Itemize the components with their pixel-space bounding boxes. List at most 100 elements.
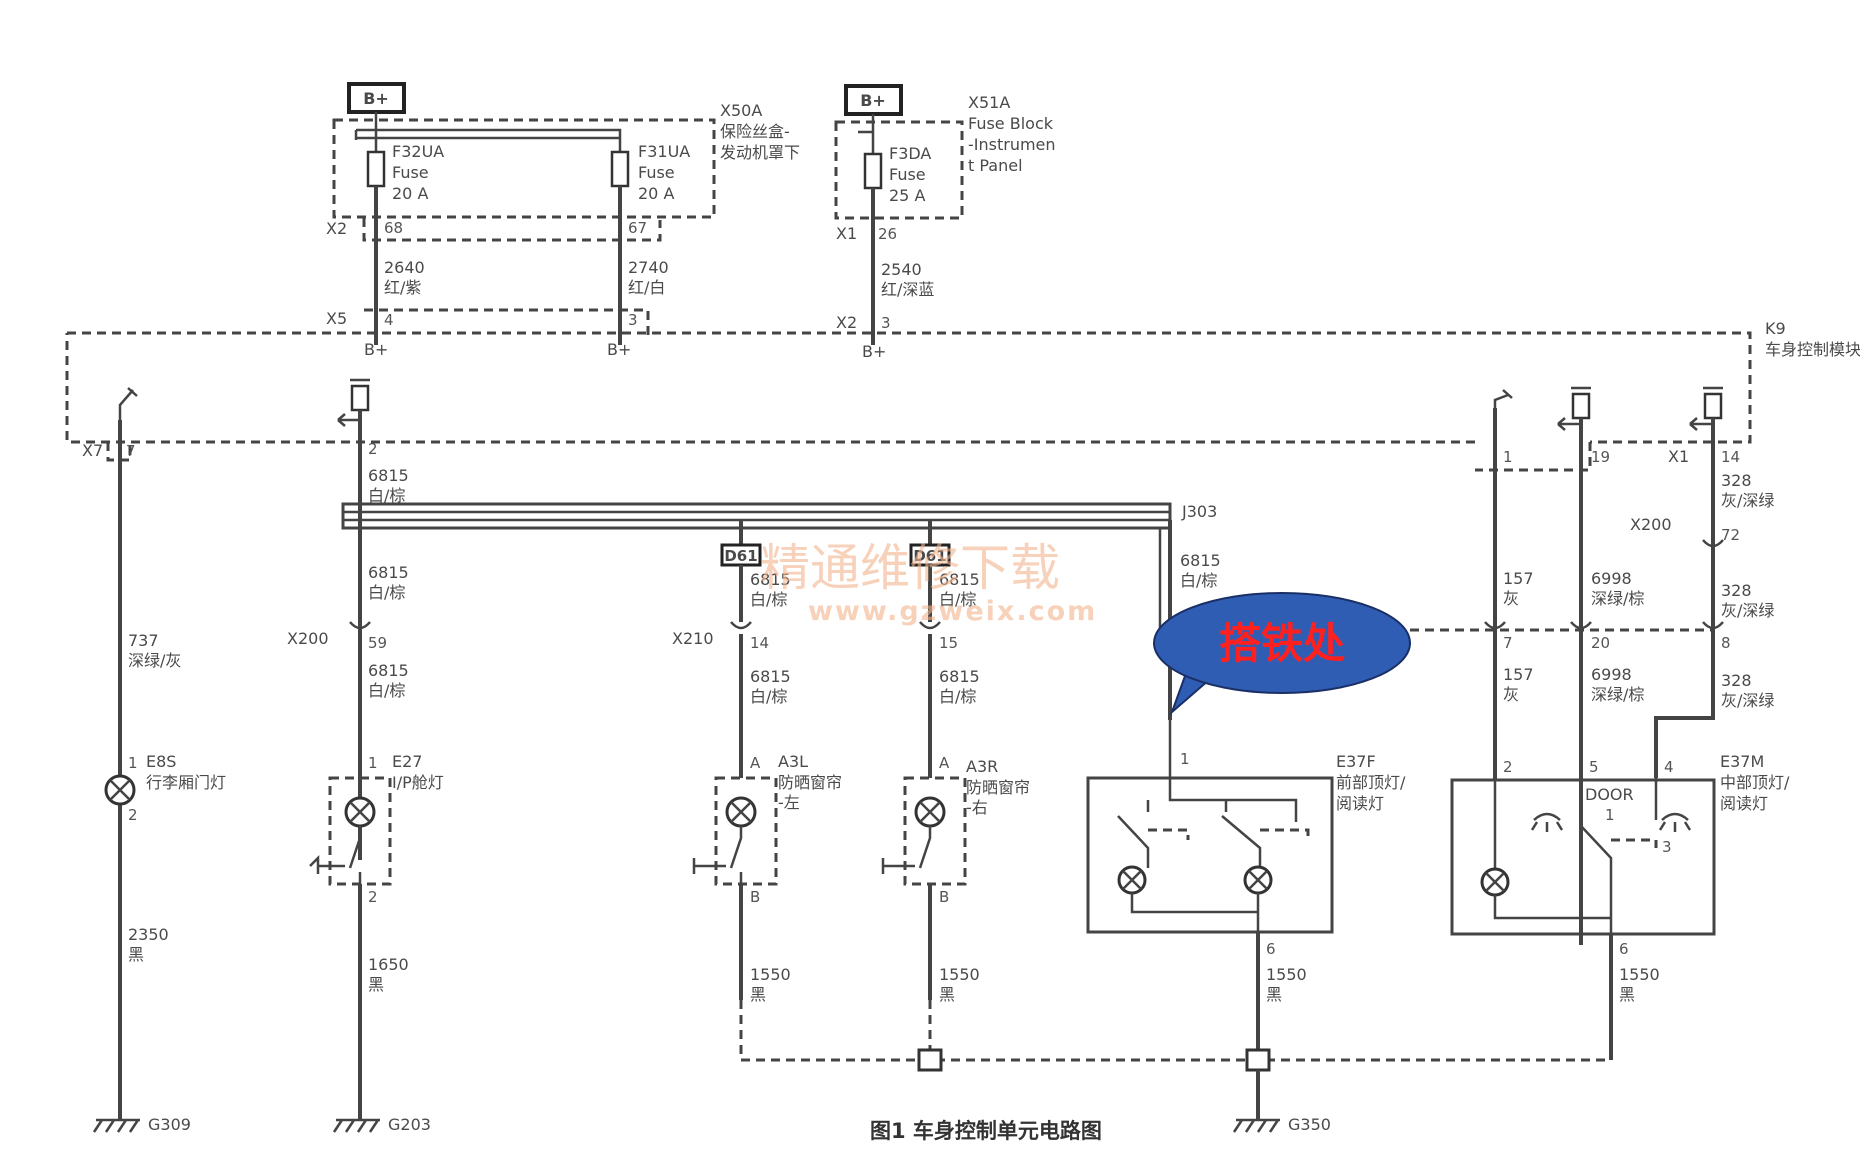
w6815c-num: 6815 bbox=[750, 570, 791, 589]
w6815h-num: 6815 bbox=[939, 667, 980, 686]
w1550a-color: 黑 bbox=[750, 985, 766, 1004]
x1-label: X1 bbox=[836, 224, 857, 243]
e37f-pin-1: 1 bbox=[1180, 750, 1190, 768]
e27-pin-2: 2 bbox=[368, 888, 378, 906]
w2350-num: 2350 bbox=[128, 925, 169, 944]
x1-right-label: X1 bbox=[1668, 447, 1689, 466]
w1650-color: 黑 bbox=[368, 975, 384, 994]
a3l-pin-a: A bbox=[750, 754, 761, 772]
a3l-pin-b: B bbox=[750, 888, 760, 906]
fuse-box-x51a bbox=[834, 120, 964, 220]
f31ua-type: Fuse bbox=[638, 163, 675, 182]
bplus-pin-3: B+ bbox=[862, 342, 886, 361]
pin-7: 7 bbox=[126, 442, 136, 460]
w6998a-color: 深绿/棕 bbox=[1591, 589, 1644, 608]
w6815a-color: 白/棕 bbox=[368, 486, 405, 505]
a3l-side: -左 bbox=[778, 793, 800, 812]
pin-67: 67 bbox=[628, 219, 647, 237]
e37m-pin-5: 5 bbox=[1589, 758, 1599, 776]
f32ua-rating: 20 A bbox=[392, 184, 428, 203]
w1650-num: 1650 bbox=[368, 955, 409, 974]
w6815e-num: 6815 bbox=[1180, 551, 1221, 570]
w6815c-color: 白/棕 bbox=[750, 590, 787, 609]
w2540-num: 2540 bbox=[881, 260, 922, 279]
e37m-name-2: 阅读灯 bbox=[1720, 794, 1768, 813]
w6815b-num: 6815 bbox=[368, 563, 409, 582]
pin-14b: 14 bbox=[750, 634, 769, 652]
x50a-name-1: 保险丝盒- bbox=[720, 122, 790, 141]
d61-b: D61 bbox=[913, 547, 946, 565]
e37m-pin-6: 6 bbox=[1619, 940, 1629, 958]
w6815g-num: 6815 bbox=[750, 667, 791, 686]
fuse-f32ua bbox=[366, 150, 386, 188]
e8s-pin-2: 2 bbox=[128, 806, 138, 824]
e8s-id: E8S bbox=[146, 752, 176, 771]
f31ua-id: F31UA bbox=[638, 142, 690, 161]
x210-label: X210 bbox=[672, 629, 714, 648]
component-e37f bbox=[1086, 776, 1334, 934]
dome-lamp-icon-left bbox=[1530, 812, 1564, 832]
x51a-id: X51A bbox=[968, 93, 1010, 112]
e37m-pin-4: 4 bbox=[1664, 758, 1674, 776]
a3r-id: A3R bbox=[966, 757, 998, 776]
e37f-pin-6: 6 bbox=[1266, 940, 1276, 958]
bplus-label: B+ bbox=[860, 91, 886, 110]
w6815b-color: 白/棕 bbox=[368, 583, 405, 602]
w6815h-color: 白/棕 bbox=[939, 687, 976, 706]
a3r-side: -右 bbox=[966, 798, 988, 817]
x200-right-label: X200 bbox=[1630, 515, 1672, 534]
connector-x2 bbox=[362, 218, 662, 242]
e27-name: I/P舱灯 bbox=[392, 773, 444, 792]
figure-caption: 图1 车身控制单元电路图 bbox=[870, 1119, 1102, 1143]
module-k9 bbox=[65, 331, 1752, 472]
ground-g350-icon bbox=[1232, 1118, 1280, 1133]
connector-x5 bbox=[364, 308, 650, 335]
w1550d-color: 黑 bbox=[1619, 985, 1635, 1004]
door-pin-1: 1 bbox=[1605, 806, 1615, 824]
g350-label: G350 bbox=[1288, 1115, 1331, 1134]
w2740-color: 红/白 bbox=[628, 278, 665, 297]
w328b-color: 灰/深绿 bbox=[1721, 601, 1774, 620]
w6815a-num: 6815 bbox=[368, 466, 409, 485]
w2640-color: 红/紫 bbox=[384, 278, 421, 297]
e37f-id: E37F bbox=[1336, 752, 1376, 771]
w328c-num: 328 bbox=[1721, 671, 1752, 690]
w6815d-num: 6815 bbox=[939, 570, 980, 589]
e27-id: E27 bbox=[392, 752, 422, 771]
f31ua-rating: 20 A bbox=[638, 184, 674, 203]
e37m-pin-2: 2 bbox=[1503, 758, 1513, 776]
pin-15: 15 bbox=[939, 634, 958, 652]
w157a-num: 157 bbox=[1503, 569, 1534, 588]
w2540-color: 红/深蓝 bbox=[881, 280, 934, 299]
x51a-name-1: Fuse Block bbox=[968, 114, 1054, 133]
ground-g203-icon bbox=[332, 1118, 380, 1133]
pin-3a: 3 bbox=[628, 311, 638, 329]
component-a3l bbox=[714, 776, 778, 886]
k9-name: 车身控制模块 bbox=[1765, 340, 1860, 359]
w6815d-color: 白/棕 bbox=[939, 590, 976, 609]
e8s-pin-1: 1 bbox=[128, 754, 138, 772]
w6815f-num: 6815 bbox=[368, 661, 409, 680]
d61-a: D61 bbox=[724, 547, 757, 565]
pin-4: 4 bbox=[384, 311, 394, 329]
x50a-id: X50A bbox=[720, 101, 762, 120]
w6815g-color: 白/棕 bbox=[750, 687, 787, 706]
bplus-tag-x51a: B+ bbox=[844, 84, 903, 116]
w6998b-num: 6998 bbox=[1591, 665, 1632, 684]
fuse-f3da bbox=[863, 152, 883, 190]
pin-68: 68 bbox=[384, 219, 403, 237]
w737-color: 深绿/灰 bbox=[128, 651, 181, 670]
component-a3r bbox=[903, 776, 967, 886]
w6998b-color: 深绿/棕 bbox=[1591, 685, 1644, 704]
w6815e-color: 白/棕 bbox=[1180, 571, 1217, 590]
pin-1: 1 bbox=[1503, 448, 1513, 466]
pin-7b: 7 bbox=[1503, 634, 1513, 652]
watermark-line1: 精通维修下载 bbox=[760, 539, 1060, 597]
pin-3b: 3 bbox=[881, 314, 891, 332]
g203-label: G203 bbox=[388, 1115, 431, 1134]
pin-26: 26 bbox=[878, 225, 897, 243]
bplus-pin-2: B+ bbox=[607, 340, 631, 359]
fuse-box-x50a bbox=[332, 118, 716, 219]
e8s-name: 行李厢门灯 bbox=[146, 773, 226, 792]
